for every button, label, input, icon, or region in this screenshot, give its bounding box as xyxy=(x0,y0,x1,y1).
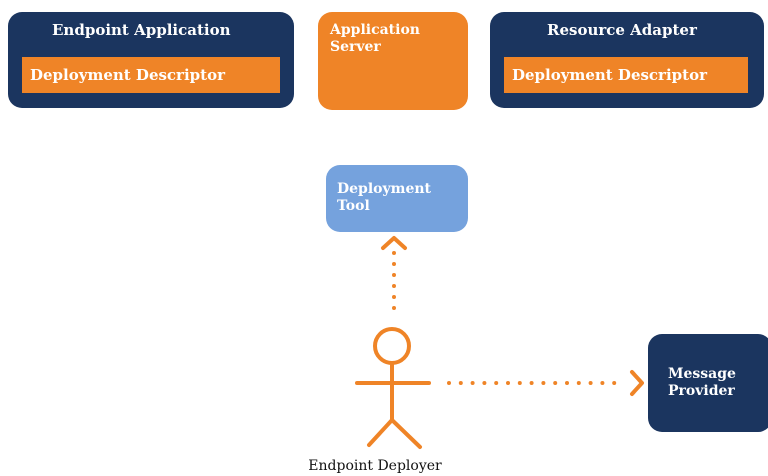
arrow-to-message-provider xyxy=(447,370,644,396)
arrow-to-deployment-tool xyxy=(381,236,407,310)
resource-adapter-title: Resource Adapter xyxy=(547,21,697,39)
message-provider-box: Message Provider xyxy=(648,334,768,432)
application-server-label-line2: Server xyxy=(330,39,381,55)
application-server-label: Application Server xyxy=(330,22,420,56)
message-provider-label-line1: Message xyxy=(668,366,736,382)
arrow-to-message-provider-head xyxy=(630,370,644,396)
actor-right-leg xyxy=(390,418,422,449)
endpoint-application-box: Endpoint Application Deployment Descript… xyxy=(8,12,294,108)
deployment-tool-box: Deployment Tool xyxy=(326,165,468,232)
deployment-tool-label-line2: Tool xyxy=(337,198,370,214)
message-provider-label-line2: Provider xyxy=(668,383,735,399)
resource-deployment-descriptor-label: Deployment Descriptor xyxy=(512,66,707,84)
application-server-label-line1: Application xyxy=(330,22,420,38)
endpoint-deployer-label: Endpoint Deployer xyxy=(308,458,442,474)
deployment-tool-label-line1: Deployment xyxy=(337,181,431,197)
resource-deployment-descriptor: Deployment Descriptor xyxy=(504,57,748,93)
stick-figure-icon xyxy=(355,327,431,449)
resource-adapter-box: Resource Adapter Deployment Descriptor xyxy=(490,12,764,108)
message-provider-label: Message Provider xyxy=(668,366,736,400)
endpoint-deployment-descriptor: Deployment Descriptor xyxy=(22,57,280,93)
arrow-to-deployment-tool-head xyxy=(381,236,407,250)
endpoint-deployment-descriptor-label: Deployment Descriptor xyxy=(30,66,225,84)
deployment-tool-label: Deployment Tool xyxy=(337,181,431,215)
endpoint-application-title: Endpoint Application xyxy=(52,21,231,39)
actor-left-leg xyxy=(367,418,394,447)
application-server-box: Application Server xyxy=(318,12,468,110)
actor-head xyxy=(373,327,411,365)
